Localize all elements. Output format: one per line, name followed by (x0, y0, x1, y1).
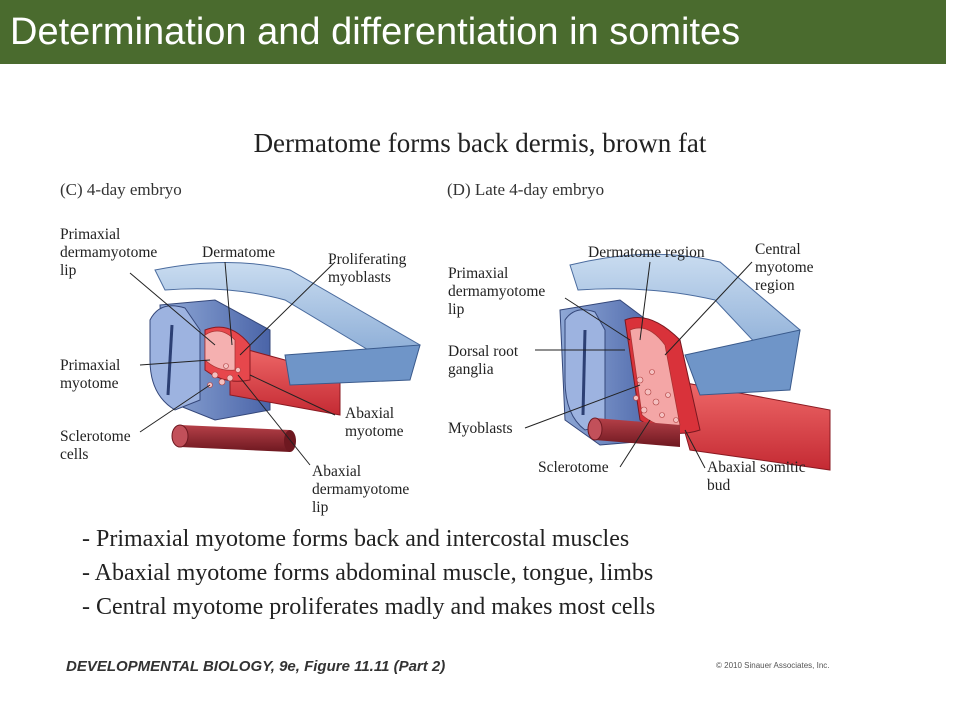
label-c-primaxial-lip: Primaxial dermamyotome lip (60, 226, 158, 279)
panel-c-label: (C) 4-day embryo (60, 180, 182, 199)
title-bar: Determination and differentiation in som… (0, 0, 946, 64)
label-d-central-myotome: Central myotome region (755, 241, 814, 294)
copyright-notice: © 2010 Sinauer Associates, Inc. (716, 661, 830, 670)
slide-title: Determination and differentiation in som… (10, 11, 741, 53)
label-d-abaxial-bud: Abaxial somitic bud (707, 459, 806, 494)
label-d-sclerotome: Sclerotome (538, 459, 609, 476)
panel-c-figure (129, 261, 421, 466)
label-d-myoblasts: Myoblasts (448, 420, 513, 437)
label-c-dermatome: Dermatome (202, 244, 276, 261)
bullet-item: - Abaxial myotome forms abdominal muscle… (82, 560, 654, 586)
label-c-proliferating-myoblasts: Proliferating myoblasts (328, 251, 407, 286)
bullet-item: - Central myotome proliferates madly and… (82, 594, 656, 620)
label-d-dermatome-region: Dermatome region (588, 244, 705, 261)
label-c-primaxial-myotome: Primaxial myotome (60, 357, 121, 392)
bullet-item: - Primaxial myotome forms back and inter… (82, 526, 630, 552)
figure-citation: DEVELOPMENTAL BIOLOGY, 9e, Figure 11.11 … (66, 658, 446, 675)
panel-d-label: (D) Late 4-day embryo (447, 180, 605, 199)
label-d-dorsal-root-ganglia: Dorsal root ganglia (448, 343, 519, 378)
label-c-abaxial-myotome: Abaxial myotome (345, 405, 404, 440)
bullet-list: - Primaxial myotome forms back and inter… (82, 522, 655, 624)
label-d-primaxial-lip: Primaxial dermamyotome lip (448, 265, 546, 318)
label-c-abaxial-lip: Abaxial dermamyotome lip (312, 463, 410, 516)
slide-subtitle: Dermatome forms back dermis, brown fat (253, 128, 707, 158)
panel-d-figure (524, 253, 831, 471)
label-c-sclerotome-cells: Sclerotome cells (60, 428, 131, 463)
